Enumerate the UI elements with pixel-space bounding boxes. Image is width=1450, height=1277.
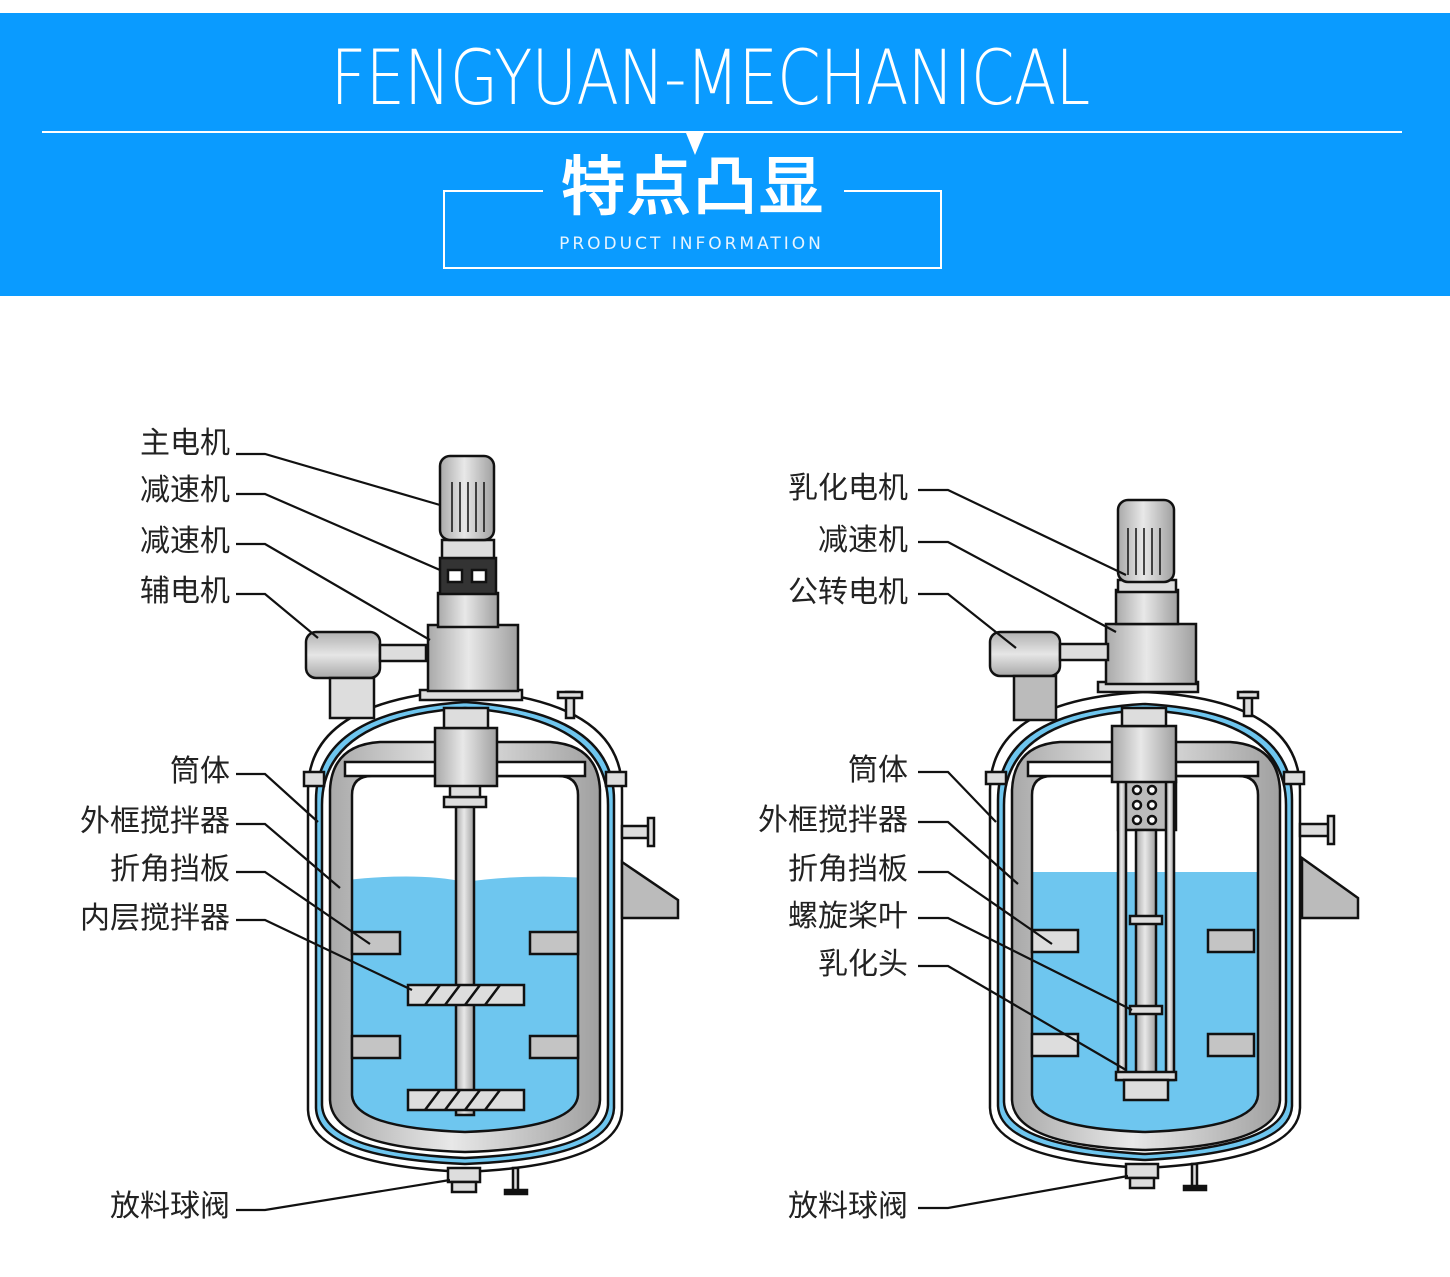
leader-lines bbox=[236, 452, 1133, 1212]
label-reducer-1: 减速机 bbox=[140, 473, 230, 508]
label-outer-agitator: 外框搅拌器 bbox=[758, 803, 908, 838]
brand-title: FENGYUAN-MECHANICAL bbox=[330, 33, 1091, 122]
right-vessel bbox=[984, 498, 1360, 1192]
label-aux-motor: 辅电机 bbox=[140, 574, 230, 609]
label-emulsifying-head: 乳化头 bbox=[818, 947, 908, 982]
label-inner-agitator: 内层搅拌器 bbox=[80, 901, 230, 936]
caret-down-icon bbox=[686, 133, 704, 155]
header-divider bbox=[42, 131, 1402, 133]
label-reducer: 减速机 bbox=[818, 523, 908, 558]
label-discharge-valve: 放料球阀 bbox=[110, 1189, 230, 1224]
label-discharge-valve: 放料球阀 bbox=[788, 1189, 908, 1224]
reactor-illustration bbox=[236, 452, 1360, 1212]
section-title: 特点凸显 bbox=[561, 151, 825, 225]
label-baffle: 折角挡板 bbox=[788, 852, 908, 887]
title-frame-top-right bbox=[844, 190, 940, 192]
label-vessel-body: 筒体 bbox=[848, 753, 908, 788]
label-vessel-body: 筒体 bbox=[170, 754, 230, 789]
title-frame-top-left bbox=[443, 190, 543, 192]
left-vessel bbox=[302, 454, 680, 1196]
label-reducer-2: 减速机 bbox=[140, 524, 230, 559]
reactor-diagram: 主电机 减速机 减速机 辅电机 筒体 外框搅拌器 折角挡板 内层搅拌器 放料球阀… bbox=[0, 300, 1450, 1277]
header-banner bbox=[0, 13, 1450, 296]
label-outer-agitator: 外框搅拌器 bbox=[80, 804, 230, 839]
label-baffle: 折角挡板 bbox=[110, 852, 230, 887]
section-subtitle: PRODUCT INFORMATION bbox=[559, 234, 824, 254]
label-emulsifying-motor: 乳化电机 bbox=[788, 471, 908, 506]
label-propeller-blade: 螺旋桨叶 bbox=[788, 899, 908, 934]
title-frame bbox=[443, 190, 942, 269]
label-main-motor: 主电机 bbox=[140, 426, 230, 461]
label-revolution-motor: 公转电机 bbox=[788, 575, 908, 610]
